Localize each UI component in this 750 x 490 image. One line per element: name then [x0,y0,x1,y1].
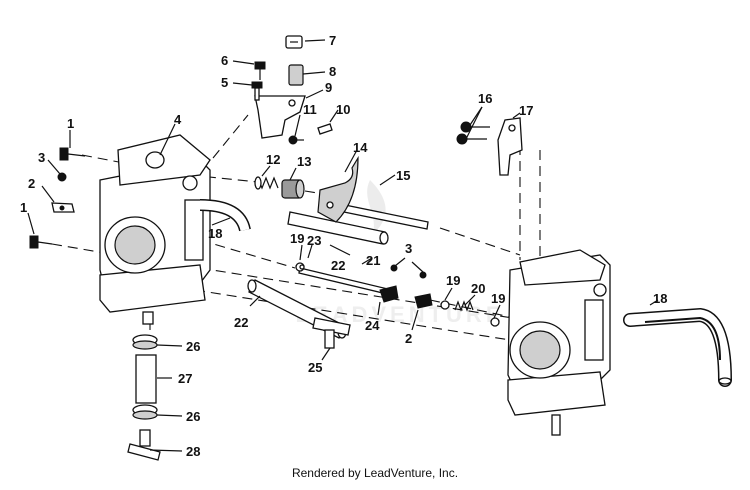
clamp-26-upper [132,334,158,350]
callout-20: 20 [471,281,485,296]
callout-15: 15 [396,168,410,183]
callout-18-left: 18 [208,226,222,241]
bracket-9 [254,95,306,139]
screw-10 [317,123,333,135]
screw-3-right [390,264,427,279]
screw-1-lower [29,235,53,249]
callout-13: 13 [297,154,311,169]
fuel-hose-right [623,307,732,387]
callout-1-upper: 1 [67,116,74,131]
washer-19-c [490,317,500,327]
callout-23: 23 [307,233,321,248]
callout-19-c: 19 [491,291,505,306]
callout-19-b: 19 [446,273,460,288]
callout-25: 25 [308,360,322,375]
spring-8 [288,64,304,86]
spring-20 [454,300,474,312]
left-carburetor [99,134,211,325]
callout-26-upper: 26 [186,339,200,354]
callout-5: 5 [221,75,228,90]
callout-2-right: 2 [405,331,412,346]
callout-12: 12 [266,152,280,167]
washer-23 [299,264,305,270]
screw-3-left [57,172,67,182]
throttle-cam-14 [317,155,359,223]
clip-2-right [414,293,433,309]
fitting-28 [127,429,161,461]
leader-lines [27,39,659,452]
clamp-26-lower [132,404,158,420]
credit-text: Rendered by LeadVenture, Inc. [291,466,459,480]
screws-16 [456,121,490,145]
callouts: 1 1 2 2 3 3 4 5 6 7 8 9 10 11 12 13 14 1… [20,33,667,459]
callout-1-lower: 1 [20,200,27,215]
hose-left [199,199,251,232]
callout-16: 16 [478,91,492,106]
callout-8: 8 [329,64,336,79]
screw-11 [288,135,304,145]
callout-7: 7 [329,33,336,48]
bushing-13 [281,179,305,199]
callout-22-upper: 22 [331,258,345,273]
clip-24 [379,285,399,303]
screw-6 [254,61,266,80]
callout-18-right: 18 [653,291,667,306]
screw-1-upper [59,147,86,161]
right-carburetor [507,249,611,436]
callout-2-left: 2 [28,176,35,191]
callout-6: 6 [221,53,228,68]
spring-12 [254,176,279,190]
shaft-22-upper [287,211,389,245]
callout-3-right: 3 [405,241,412,256]
callout-14: 14 [353,140,368,155]
cap-7 [285,35,303,49]
callout-22-lower: 22 [234,315,248,330]
hose-27 [135,354,157,404]
callout-10: 10 [336,102,350,117]
callout-17: 17 [519,103,533,118]
callout-9: 9 [325,80,332,95]
callout-3-left: 3 [38,150,45,165]
callout-24: 24 [365,318,380,333]
washer-19-b [440,300,450,310]
callout-4: 4 [174,112,182,127]
callout-26-lower: 26 [186,409,200,424]
callout-27: 27 [178,371,192,386]
callout-19-a: 19 [290,231,304,246]
callout-11: 11 [303,102,317,117]
bracket-17 [497,117,523,176]
callout-21: 21 [366,253,380,268]
callout-28: 28 [186,444,200,459]
clip-2-left [51,202,75,213]
